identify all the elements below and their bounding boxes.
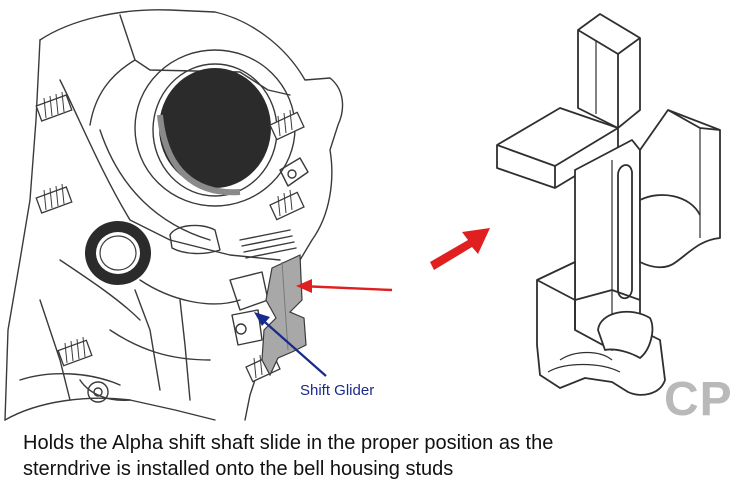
blue-callout-arrow [254, 312, 327, 377]
caption: Holds the Alpha shift shaft slide in the… [23, 430, 723, 482]
bore-lip [157, 114, 241, 196]
stud-upper-left [35, 91, 73, 122]
stud-lower-left [57, 336, 93, 367]
shift-glider-callout-label: Shift Glider [300, 382, 375, 399]
bell-housing-drawing [4, 9, 344, 421]
cp-watermark: CP [664, 373, 733, 426]
red-pointer-arrow-large [430, 228, 490, 270]
seal-ring [85, 221, 151, 285]
installed-shift-glider [261, 254, 307, 377]
stud-upper-right [269, 109, 305, 141]
caption-line-1: Holds the Alpha shift shaft slide in the… [23, 432, 554, 454]
stud-mid-right [269, 189, 305, 221]
red-indicator-arrow [296, 279, 393, 293]
stud-mid-left [35, 183, 73, 214]
caption-line-2: sterndrive is installed onto the bell ho… [23, 458, 454, 480]
housing-bore [159, 68, 271, 188]
shift-glider-part [496, 13, 721, 396]
